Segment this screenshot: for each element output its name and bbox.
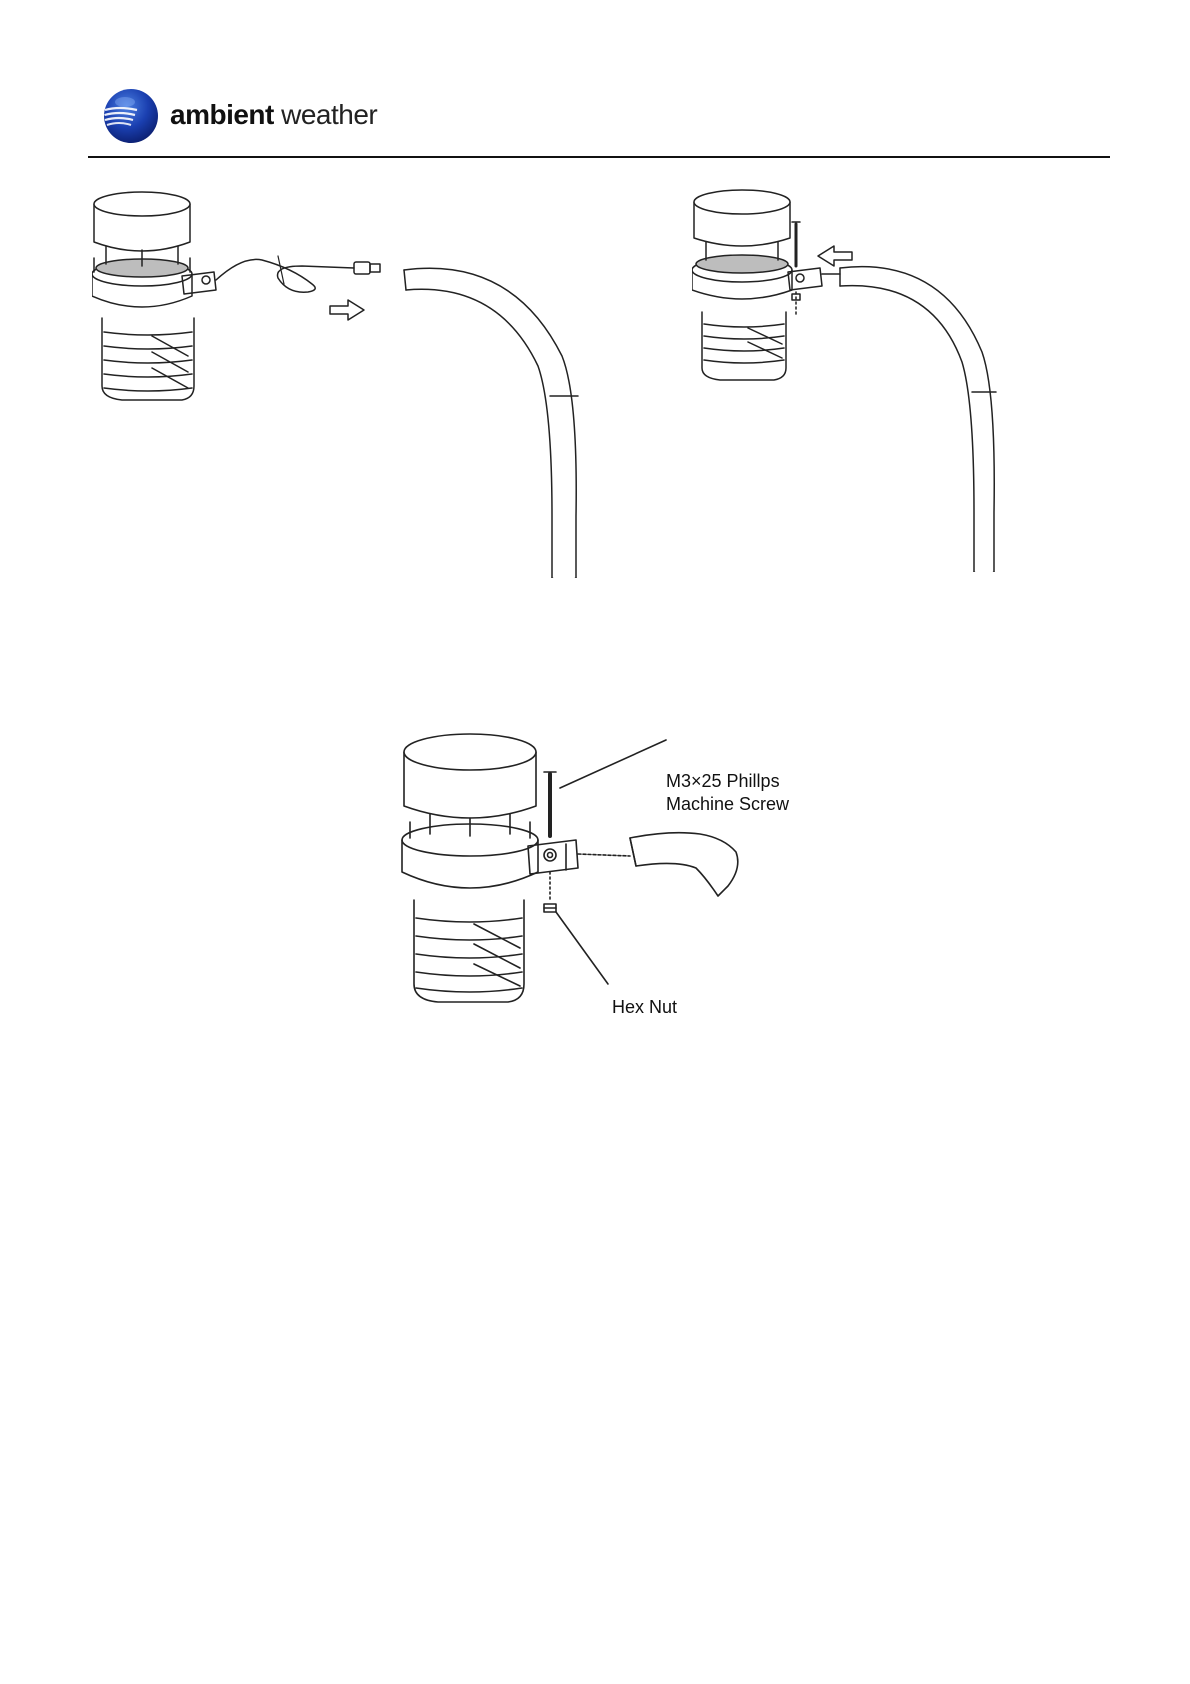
page-header: ambient weather [88, 84, 1110, 158]
figure-screw-detail [400, 722, 800, 1022]
screw-leader-line [560, 740, 666, 788]
brand-name: ambient weather [170, 98, 377, 132]
arrow-left-icon [818, 246, 852, 266]
header-divider [88, 156, 1110, 158]
sensor-array-illustration [692, 190, 822, 380]
figure-sensor-mounted-on-pole [692, 182, 1052, 572]
mounting-pole-illustration [578, 833, 738, 896]
nut-leader-line [556, 912, 608, 984]
arrow-right-icon [330, 300, 364, 320]
screw-and-nut-illustration [792, 222, 800, 314]
screw-label-line1: M3×25 Phillps [666, 770, 780, 792]
figure-sensor-cable-to-pole [92, 186, 632, 578]
sensor-array-illustration [92, 192, 216, 400]
mounting-pole-illustration [822, 267, 996, 572]
ambient-weather-globe-icon [103, 88, 159, 144]
screw-label-line2: Machine Screw [666, 793, 789, 815]
mounting-pole-illustration [404, 268, 578, 578]
brand-name-light: weather [274, 99, 377, 130]
brand-name-bold: ambient [170, 99, 274, 130]
sensor-cable-illustration [216, 256, 380, 292]
nut-label: Hex Nut [612, 996, 677, 1018]
